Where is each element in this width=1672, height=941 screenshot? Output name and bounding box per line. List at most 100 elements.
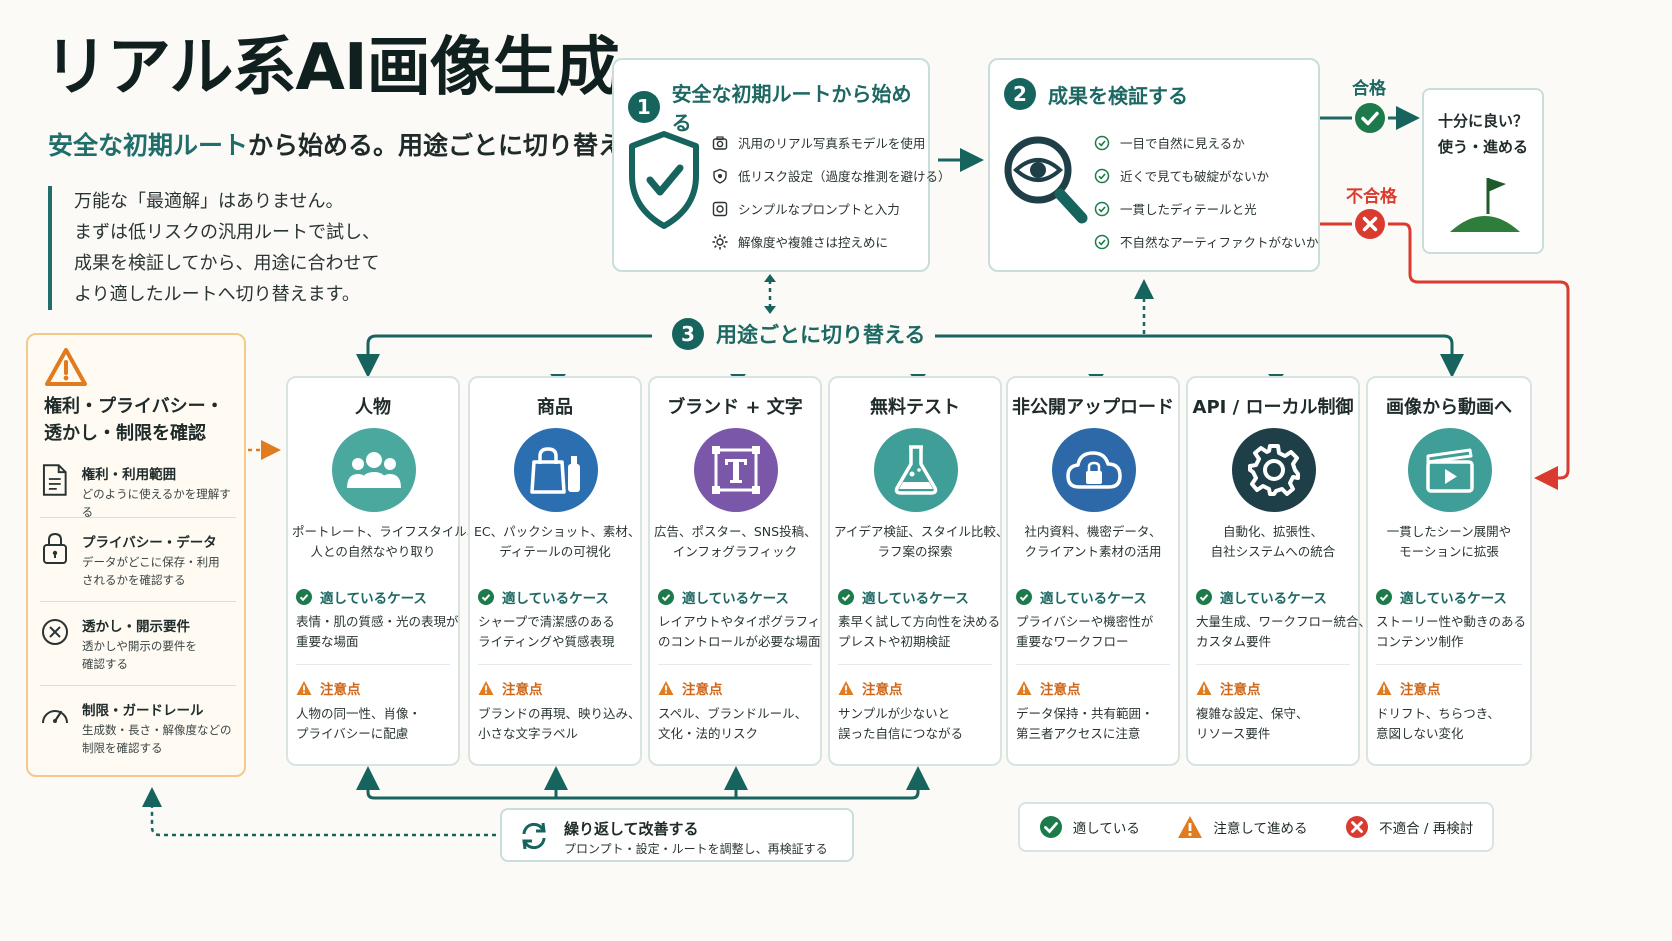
check-icon: [1016, 589, 1032, 605]
card-title: 画像から動画へ: [1386, 397, 1512, 418]
rights-item: 制限・ガードレール 生成数・長さ・解像度などの 制限を確認する: [40, 699, 240, 757]
cloud-lock-icon: [1066, 451, 1122, 489]
rights-item: 権利・利用範囲 どのように使えるかを理解する: [40, 463, 240, 521]
category-card-person: 人物 ポートレート、ライフスタイル、人との自然なやり取り 適しているケース 表情…: [286, 376, 480, 766]
intro-text: 万能な「最適解」はありません。 まずは低リスクの汎用ルートで試し、 成果を検証し…: [48, 186, 434, 310]
divider: [40, 517, 236, 518]
step3-number: 3: [672, 318, 704, 350]
legend-item: 注意して進める: [1177, 815, 1308, 839]
intro-line: 成果を検証してから、用途に合わせて: [74, 253, 380, 274]
lock-icon: [43, 532, 67, 564]
shield-small-icon: [713, 168, 727, 184]
category-card-brand-text: ブランド + 文字 広告、ポスター、SNS投稿、インフォグラフィック 適している…: [648, 376, 822, 766]
caution-text: ブランドの再現、映り込み、小さな文字ラベル: [478, 706, 641, 741]
list-item: 近くで見ても破綻がないか: [1094, 159, 1319, 192]
list-item: 不自然なアーティファクトがないか: [1094, 225, 1319, 258]
subtitle-highlight: 安全な初期ルート: [48, 131, 249, 160]
flask-icon: [894, 445, 938, 495]
suit-heading: 適しているケース: [296, 587, 427, 607]
card-description: 自動化、拡張性、自社システムへの統合: [1210, 524, 1336, 559]
caution-heading: 注意点: [1196, 678, 1261, 698]
step2-panel: 2 成果を検証する 一目で自然に見えるか 近くで見ても破綻がないか 一貫したディ…: [988, 58, 1320, 272]
legend: 適している 注意して進める 不適合 / 再検討: [1018, 802, 1494, 852]
divider: [1016, 664, 1170, 665]
speedometer-icon: [42, 710, 68, 724]
card-description: ポートレート、ライフスタイル、人との自然なやり取り: [292, 524, 480, 559]
caution-text: データ保持・共有範囲・第三者アクセスに注意: [1016, 706, 1154, 741]
category-card-product: 商品 EC、パックショット、素材、ディテールの可視化 適しているケース シャープ…: [468, 376, 642, 766]
check-icon: [1196, 589, 1212, 605]
step1-header: 1 安全な初期ルートから始める: [628, 78, 928, 136]
warning-icon: [1016, 681, 1032, 695]
card-title: 人物: [355, 397, 391, 418]
card-icon-circle: [1408, 428, 1492, 512]
step2-title: 成果を検証する: [1048, 83, 1188, 108]
list-item: 解像度や複雑さは控えめに: [712, 225, 951, 258]
check-icon: [838, 589, 854, 605]
document-icon: [42, 464, 67, 496]
caution-text: 複雑な設定、保守、リソース要件: [1196, 706, 1309, 741]
category-card-api-local: API / ローカル制御 自動化、拡張性、自社システムへの統合 適しているケース…: [1186, 376, 1371, 766]
divider: [40, 685, 236, 686]
caution-heading: 注意点: [1376, 678, 1441, 698]
caution-heading: 注意点: [1016, 678, 1081, 698]
card-icon-circle: [332, 428, 416, 512]
legend-item: 不適合 / 再検討: [1345, 815, 1473, 839]
step3-header: 3 用途ごとに切り替える: [662, 318, 936, 350]
warning-icon: [296, 681, 312, 695]
suit-text: 表情・肌の質感・光の表現が重要な場面: [296, 614, 459, 649]
pass-label: 合格: [1352, 79, 1386, 99]
suit-heading: 適しているケース: [1016, 587, 1147, 607]
gear-icon: [1248, 444, 1300, 496]
suit-text: レイアウトやタイポグラフィのコントロールが必要な場面: [658, 614, 821, 649]
intro-line: まずは低リスクの汎用ルートで試し、: [74, 222, 380, 243]
gear-small-icon: [712, 234, 728, 249]
list-item: 低リスク設定（過度な推測を避ける）: [712, 159, 951, 192]
camera-icon: [712, 135, 728, 150]
legend-item: 適している: [1039, 815, 1140, 839]
refresh-icon: [518, 820, 550, 856]
card-title: 無料テスト: [870, 397, 960, 418]
step2-header: 2 成果を検証する: [1004, 78, 1188, 110]
warning-icon: [838, 681, 854, 695]
rights-item: 透かし・開示要件 透かしや開示の要件を 確認する: [40, 615, 240, 673]
check-circle-icon: [1094, 234, 1110, 249]
category-card-free-test: 無料テスト アイデア検証、スタイル比較、ラフ案の探索 適しているケース 素早く試…: [828, 376, 1009, 766]
step1-number: 1: [628, 91, 660, 123]
caution-heading: 注意点: [658, 678, 723, 698]
page-title: リアル系AI画像生成: [44, 31, 620, 105]
good-enough-box: 十分に良い？ 使う・進める: [1422, 88, 1544, 254]
iterate-description: プロンプト・設定・ルートを調整し、再検証する: [564, 842, 828, 856]
divider: [1376, 664, 1522, 665]
divider: [296, 664, 450, 665]
card-description: アイデア検証、スタイル比較、ラフ案の探索: [834, 524, 1009, 559]
iterate-title: 繰り返して改善する: [564, 820, 699, 838]
step1-panel: 1 安全な初期ルートから始める 汎用のリアル写真系モデルを使用 低リスク設定（過…: [612, 58, 951, 272]
suit-heading: 適しているケース: [478, 587, 609, 607]
check-circle-icon: [1094, 135, 1110, 150]
card-description: 一貫したシーン展開やモーションに拡張: [1386, 524, 1512, 559]
rights-panel-title: 権利・プライバシー・ 透かし・制限を確認: [44, 396, 224, 444]
suit-heading: 適しているケース: [1376, 587, 1507, 607]
card-icon-circle: [694, 428, 778, 512]
magnifier-eye-icon: [1002, 132, 1088, 232]
divider: [838, 664, 992, 665]
fail-x-icon: [1354, 208, 1386, 244]
suit-text: ストーリー性や動きのあるコンテンツ制作: [1376, 614, 1527, 649]
video-icon: [1426, 448, 1474, 493]
caution-heading: 注意点: [838, 678, 903, 698]
image-frame-icon: [712, 201, 728, 216]
category-card-private-upload: 非公開アップロード 社内資料、機密データ、クライアント素材の活用 適しているケー…: [1006, 376, 1180, 766]
caution-heading: 注意点: [478, 678, 543, 698]
flag-hill-icon: [1446, 172, 1524, 240]
subtitle-rest-a: から始める。: [248, 131, 399, 160]
caution-text: サンプルが少ないと誤った自信につながる: [838, 706, 964, 741]
fail-label: 不合格: [1346, 187, 1397, 207]
check-icon: [658, 589, 674, 605]
divider: [40, 601, 236, 602]
divider: [1196, 664, 1350, 665]
suit-heading: 適しているケース: [1196, 587, 1327, 607]
step2-number: 2: [1004, 78, 1036, 110]
caution-text: スペル、ブランドルール、文化・法的リスク: [658, 706, 808, 741]
suit-text: 素早く試して方向性を決めるプレストや初期検証: [838, 614, 1001, 649]
